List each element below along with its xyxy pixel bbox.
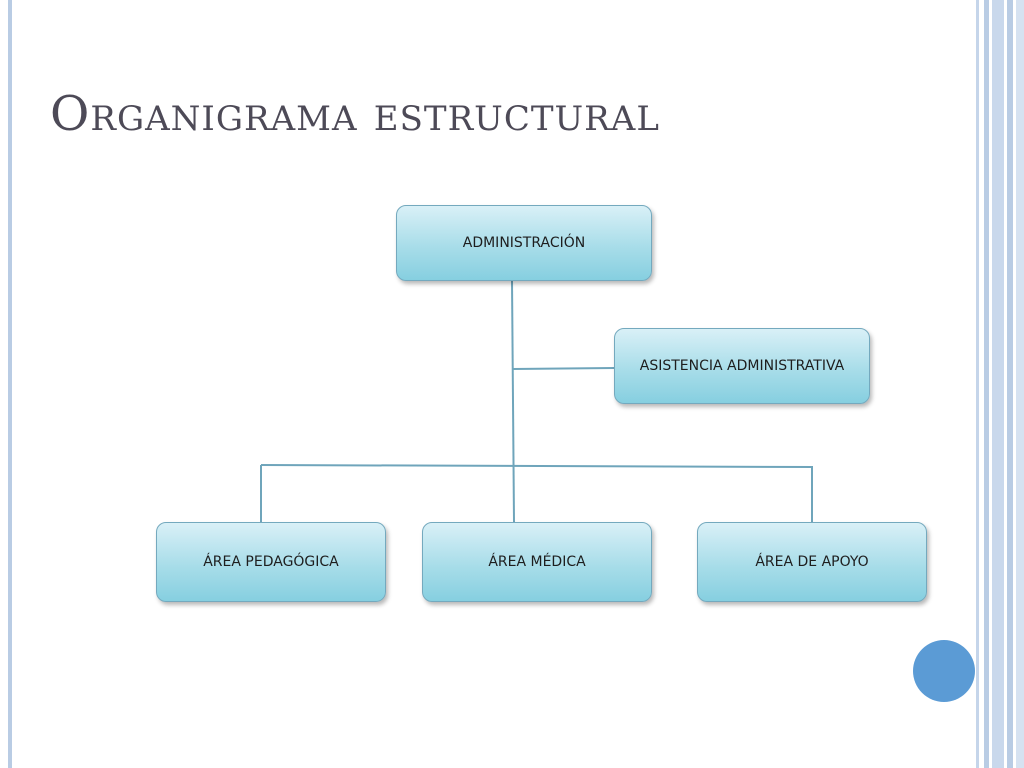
border-stripe — [976, 0, 979, 768]
node-area-de-apoyo: ÁREA DE APOYO — [697, 522, 927, 602]
border-stripe — [1007, 0, 1013, 768]
node-administracion: ADMINISTRACIÓN — [396, 205, 652, 281]
right-border-stripes — [976, 0, 1024, 768]
decorative-circle — [913, 640, 975, 702]
border-stripe — [992, 0, 1004, 768]
border-stripe — [1016, 0, 1024, 768]
slide-title: Organigrama estructural — [50, 86, 660, 142]
connector-assistant — [512, 367, 615, 370]
node-asistencia-administrativa: ASISTENCIA ADMINISTRATIVA — [614, 328, 870, 404]
node-area-medica: ÁREA MÉDICA — [422, 522, 652, 602]
connector-trunk — [511, 280, 515, 523]
connector-horizontal — [260, 464, 814, 468]
node-area-pedagogica: ÁREA PEDAGÓGICA — [156, 522, 386, 602]
left-border-rule — [8, 0, 12, 768]
border-stripe — [984, 0, 989, 768]
